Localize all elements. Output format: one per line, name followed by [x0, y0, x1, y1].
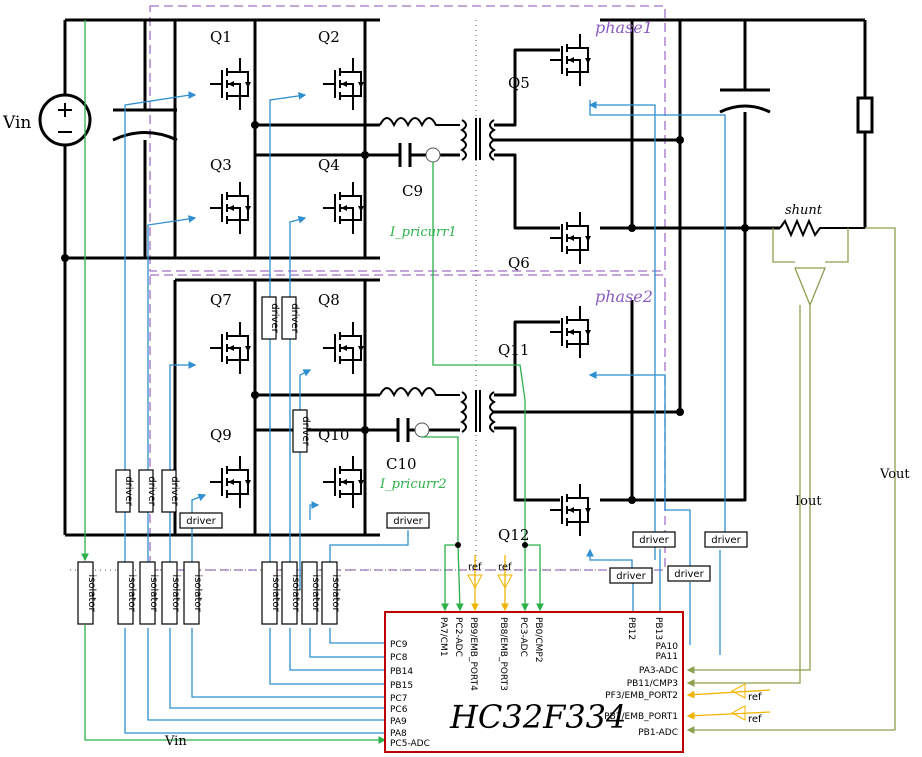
driver-block: driver — [616, 571, 646, 582]
mcu-pin: PC5-ADC — [390, 739, 430, 749]
q11-label: Q11 — [498, 341, 529, 359]
ref-label-1: ref — [468, 562, 482, 573]
mcu-pin: PA3-ADC — [639, 666, 678, 676]
isolator-block: isolator — [126, 574, 137, 612]
ref-label-2: ref — [498, 562, 512, 573]
q12-label: Q12 — [498, 526, 529, 544]
mcu-block: HC32F334 PC9 PC8 PB14 PB15 PC7 PC6 PA9 P… — [384, 611, 684, 753]
mcu-pin: PB12 — [626, 617, 636, 640]
c9-label: C9 — [402, 182, 423, 200]
output-section — [600, 18, 874, 504]
mcu-left-pins: PC9 PC8 PB14 PB15 PC7 PC6 PA9 PA8 PC5-AD… — [390, 640, 430, 749]
mcu-top-right-pins: PB12 PB13 — [626, 617, 663, 640]
q10-label: Q10 — [318, 426, 349, 444]
mcu-pin: PB0/CMP2 — [533, 617, 543, 663]
driver-block: driver — [169, 476, 180, 506]
iout-label: Iout — [795, 494, 822, 509]
mcu-name: HC32F334 — [449, 698, 626, 736]
bridge-phase1 — [173, 20, 680, 265]
gate-signals — [124, 91, 726, 655]
q8-label: Q8 — [318, 291, 340, 309]
q3-label: Q3 — [210, 156, 232, 174]
driver-block: driver — [186, 516, 216, 527]
mcu-pin: PC6 — [390, 705, 408, 715]
isolator-block: isolator — [270, 574, 281, 612]
mcu-pin: PB14 — [390, 667, 413, 677]
driver-block: driver — [289, 303, 300, 333]
mcu-pin: PB15 — [390, 681, 413, 691]
driver-block: driver — [123, 476, 134, 506]
shunt-amplifier — [686, 227, 896, 734]
mcu-pin: PB13 — [653, 617, 663, 640]
input-rails — [38, 18, 380, 537]
shunt-label: shunt — [785, 203, 823, 218]
q6-label: Q6 — [508, 254, 530, 272]
mcu-pin: PA10 — [656, 642, 679, 652]
i-pricurr1-label: I_pricurr1 — [389, 225, 457, 240]
mcu-pin: PB7/EMB_PORT1 — [604, 712, 678, 722]
mcu-pin: PA8 — [390, 729, 407, 739]
q1-label: Q1 — [210, 28, 232, 46]
mcu-pin: PA9 — [390, 717, 407, 727]
q2-label: Q2 — [318, 28, 340, 46]
isolator-block: isolator — [310, 574, 321, 612]
mcu-pin: PA11 — [656, 652, 678, 662]
driver-block: driver — [711, 535, 741, 546]
isolator-block: isolator — [330, 574, 341, 612]
isolator-block: isolator — [192, 574, 203, 612]
mcu-top-pins: PA7/CM1 PC2-ADC PB9/EMB_PORT4 PB8/EMB_PO… — [438, 617, 543, 691]
isolator-block: isolator — [170, 574, 181, 612]
q9-label: Q9 — [210, 426, 232, 444]
mcu-pin: PA7/CM1 — [438, 617, 448, 657]
mcu-pin: PB1-ADC — [638, 728, 678, 738]
driver-block: driver — [674, 569, 704, 580]
isolator-block: isolator — [148, 574, 159, 612]
driver-block: driver — [393, 516, 423, 527]
mcu-pin: PC8 — [390, 653, 408, 663]
current-sense-lines — [81, 20, 544, 744]
isolator-blocks: isolator isolator isolator isolator isol… — [77, 561, 341, 625]
reference-lines — [467, 555, 771, 721]
mcu-pin: PC9 — [390, 640, 408, 650]
isolator-block: isolator — [290, 574, 301, 612]
mcu-pin: PF3/EMB_PORT2 — [605, 691, 678, 701]
mcu-pin: PC7 — [390, 694, 407, 704]
vout-label: Vout — [879, 467, 910, 482]
driver-block: driver — [269, 303, 280, 333]
ref-label-3: ref — [748, 692, 762, 703]
driver-block: driver — [146, 476, 157, 506]
mcu-pin: PB8/EMB_PORT3 — [498, 617, 508, 691]
q7-label: Q7 — [210, 291, 232, 309]
mcu-pin: PC2-ADC — [453, 617, 463, 657]
ref-label-4: ref — [748, 714, 762, 725]
driver-blocks: driver driver driver driver driver drive… — [115, 296, 748, 584]
driver-block: driver — [300, 416, 311, 446]
bridge-phase2 — [173, 278, 680, 537]
mcu-pin: PC3-ADC — [518, 617, 528, 657]
vin-bottom-label: Vin — [164, 734, 187, 749]
isolator-wires — [124, 628, 385, 734]
vin-label: Vin — [2, 113, 31, 133]
mcu-pin: PB9/EMB_PORT4 — [468, 617, 478, 691]
mcu-pin: PB11/CMP3 — [627, 679, 678, 689]
c10-label: C10 — [386, 455, 417, 473]
q5-label: Q5 — [508, 74, 530, 92]
driver-block: driver — [639, 535, 669, 546]
mcu-right-pins: PA10 PA11 PA3-ADC PB11/CMP3 PF3/EMB_PORT… — [604, 642, 678, 738]
phase2-label: phase2 — [595, 287, 653, 306]
i-pricurr2-label: I_pricurr2 — [379, 477, 447, 492]
isolator-block: isolator — [86, 574, 97, 612]
phase1-label: phase1 — [595, 18, 653, 37]
q4-label: Q4 — [318, 156, 340, 174]
